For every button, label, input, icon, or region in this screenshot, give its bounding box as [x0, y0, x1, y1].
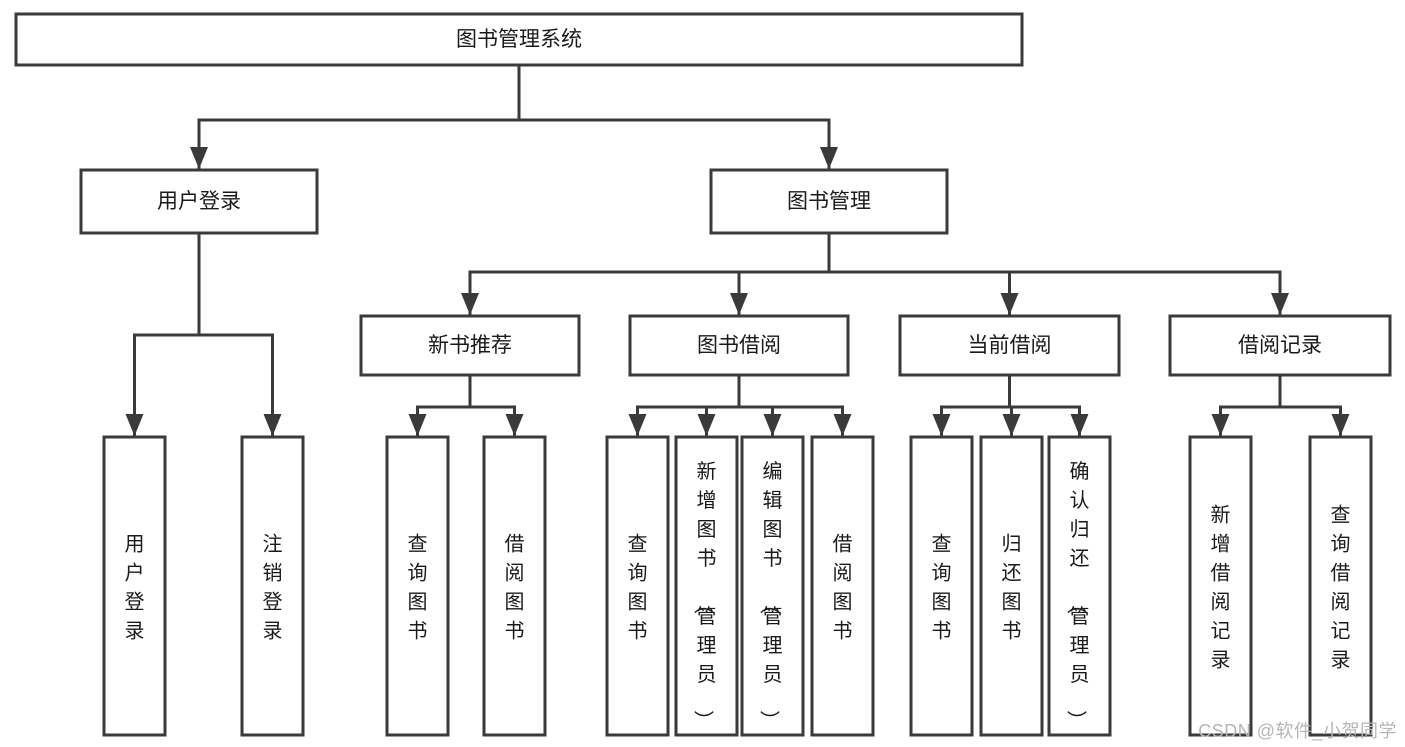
node-leaf-10[interactable]: 确认归还（管理员）	[1047, 435, 1112, 737]
node-leaf-1-rect	[240, 435, 305, 737]
l3-0-arrow-1	[505, 414, 524, 436]
node-leaf-8-rect	[909, 435, 974, 737]
csdn-watermark: CSDN @软件_小贺同学	[1198, 721, 1397, 741]
node-level3-0-rect	[359, 314, 581, 377]
user-login-arrow-1	[263, 414, 282, 436]
node-leaf-0[interactable]: 用户登录	[102, 435, 167, 737]
l3-2-arrow-1	[1002, 414, 1021, 436]
node-level3-3-label: 借阅记录	[1238, 334, 1322, 357]
node-leaf-7-label: 借阅图书	[833, 533, 853, 643]
node-level2-0-rect	[79, 168, 319, 235]
node-leaf-12-rect	[1308, 435, 1373, 737]
node-leaf-5-rect	[674, 435, 739, 737]
node-level3-1[interactable]: 图书借阅	[628, 314, 850, 377]
node-level3-1-label: 图书借阅	[697, 334, 781, 357]
node-level3-2[interactable]: 当前借阅	[898, 314, 1121, 377]
node-leaf-8-label: 查询图书	[932, 533, 952, 643]
node-leaf-11-rect	[1188, 435, 1253, 737]
node-leaf-3-label: 借阅图书	[505, 533, 525, 643]
l3-1-arrow-1	[697, 414, 716, 436]
node-leaf-12-label: 查询借阅记录	[1331, 504, 1351, 672]
node-leaf-12[interactable]: 查询借阅记录	[1308, 435, 1373, 737]
book-mgmt-arrow-3	[1271, 293, 1289, 315]
node-leaf-2-label: 查询图书	[408, 533, 428, 643]
node-leaf-10-rect	[1047, 435, 1112, 737]
node-leaf-6-label: 编辑图书（管理员）	[758, 460, 783, 730]
l3-1-arrow-2	[763, 414, 782, 436]
l3-3-arrow-1	[1331, 414, 1350, 436]
node-leaf-4-label: 查询图书	[628, 533, 648, 643]
book-mgmt-arrow-0	[461, 293, 479, 315]
l3-2-arrow-0	[932, 414, 951, 436]
node-root-system-label: 图书管理系统	[456, 28, 582, 51]
node-root-system-rect	[14, 12, 1024, 67]
l3-1-arrow-0	[628, 414, 647, 436]
node-level3-2-label: 当前借阅	[968, 334, 1052, 357]
node-level3-2-rect	[898, 314, 1121, 377]
node-leaf-11[interactable]: 新增借阅记录	[1188, 435, 1253, 737]
node-leaf-6[interactable]: 编辑图书（管理员）	[740, 435, 805, 737]
root-arrow-1	[820, 147, 838, 169]
l3-1-arrow-3	[833, 414, 852, 436]
node-level2-1-label: 图书管理	[787, 190, 871, 213]
node-leaf-3-rect	[482, 435, 547, 737]
node-leaf-7-rect	[810, 435, 875, 737]
node-leaf-1[interactable]: 注销登录	[240, 435, 305, 737]
root-arrow-0	[190, 147, 208, 169]
book-mgmt-arrow-1	[730, 293, 748, 315]
node-level3-3[interactable]: 借阅记录	[1168, 314, 1392, 377]
node-level3-3-rect	[1168, 314, 1392, 377]
node-leaf-11-label: 新增借阅记录	[1211, 504, 1231, 672]
node-leaf-9-label: 归还图书	[1002, 533, 1022, 643]
node-leaf-2-rect	[385, 435, 450, 737]
node-level2-0-label: 用户登录	[157, 190, 241, 213]
node-leaf-9-rect	[979, 435, 1044, 737]
node-leaf-7[interactable]: 借阅图书	[810, 435, 875, 737]
node-leaf-2[interactable]: 查询图书	[385, 435, 450, 737]
node-level3-0[interactable]: 新书推荐	[359, 314, 581, 377]
l3-2-arrow-2	[1070, 414, 1089, 436]
node-leaf-4[interactable]: 查询图书	[605, 435, 670, 737]
node-leaf-3[interactable]: 借阅图书	[482, 435, 547, 737]
node-level3-1-rect	[628, 314, 850, 377]
node-leaf-6-rect	[740, 435, 805, 737]
node-leaf-4-rect	[605, 435, 670, 737]
node-layer: 图书管理系统用户登录图书管理新书推荐图书借阅当前借阅借阅记录用户登录注销登录查询…	[14, 12, 1392, 737]
node-leaf-10-label: 确认归还（管理员）	[1065, 460, 1090, 730]
node-level3-0-label: 新书推荐	[428, 334, 512, 357]
user-login-arrow-0	[125, 414, 144, 436]
node-leaf-8[interactable]: 查询图书	[909, 435, 974, 737]
node-root-system[interactable]: 图书管理系统	[14, 12, 1024, 67]
node-level2-1-rect	[709, 168, 949, 235]
node-leaf-0-label: 用户登录	[125, 534, 145, 643]
node-leaf-0-rect	[102, 435, 167, 737]
node-leaf-1-label: 注销登录	[263, 533, 283, 643]
connector-layer	[125, 63, 1350, 438]
l3-3-arrow-0	[1211, 414, 1230, 436]
book-mgmt-arrow-2	[1000, 293, 1019, 315]
node-level2-1[interactable]: 图书管理	[709, 168, 949, 235]
node-leaf-9[interactable]: 归还图书	[979, 435, 1044, 737]
l3-0-arrow-0	[408, 414, 427, 436]
node-leaf-5-label: 新增图书（管理员）	[692, 460, 717, 730]
node-level2-0[interactable]: 用户登录	[79, 168, 319, 235]
node-leaf-5[interactable]: 新增图书（管理员）	[674, 435, 739, 737]
